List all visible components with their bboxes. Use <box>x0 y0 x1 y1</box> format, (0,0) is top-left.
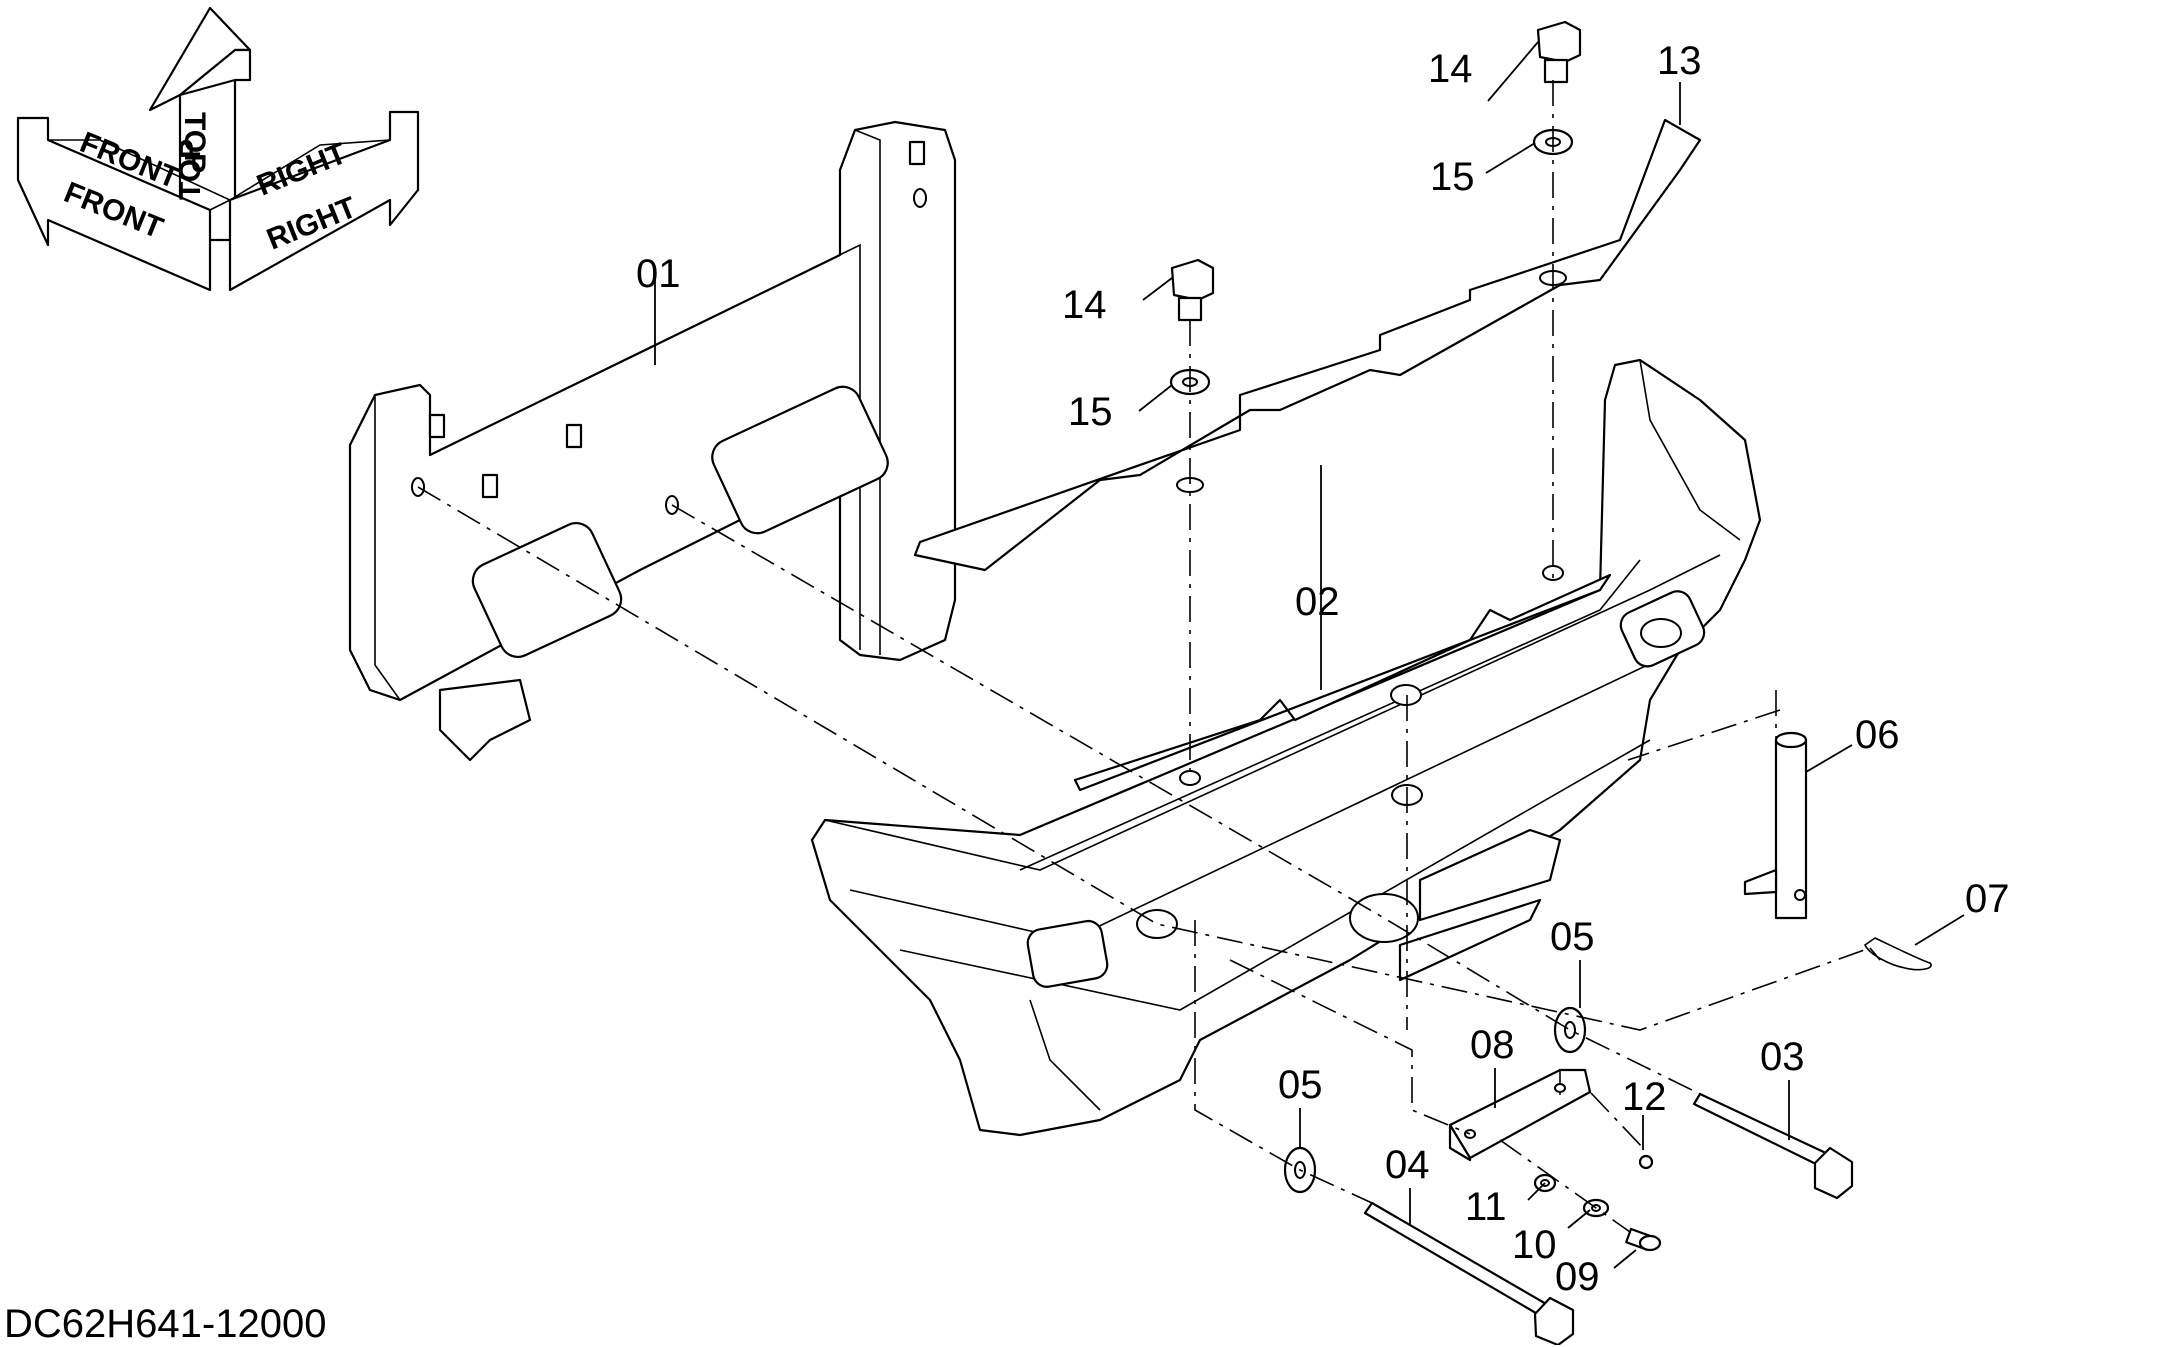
top-arrow-icon <box>148 6 252 242</box>
orientation-indicator: FRONT FRONT TOP TOP RIGHT RIGHT <box>16 6 420 292</box>
callout-06: 06 <box>1855 713 1900 757</box>
callout-14-upper: 14 <box>1428 47 1473 91</box>
part-08-bracket <box>1448 1068 1592 1162</box>
top-label-left: TOP <box>174 139 207 200</box>
part-09-screw <box>1625 1227 1662 1252</box>
drawing-code: DC62H641-12000 <box>4 1302 327 1346</box>
callout-05-lower: 05 <box>1278 1063 1323 1107</box>
part-03-long-bolt <box>1692 1092 1854 1200</box>
callout-15-lower: 15 <box>1068 390 1113 434</box>
part-14-bolt-upper <box>1536 20 1582 84</box>
callout-04: 04 <box>1385 1143 1430 1187</box>
callout-13: 13 <box>1657 39 1702 83</box>
part-12-nut <box>1638 1154 1654 1170</box>
callout-01: 01 <box>636 252 681 296</box>
right-arrow-icon <box>228 110 420 292</box>
callout-11: 11 <box>1465 1185 1507 1229</box>
callouts: 01 02 03 04 05 05 06 07 08 09 10 11 12 1… <box>636 39 2010 1299</box>
callout-09: 09 <box>1555 1255 1600 1299</box>
part-02-counterweight <box>810 358 1762 1137</box>
callout-10: 10 <box>1512 1223 1557 1267</box>
part-01-frame-bracket <box>348 120 957 762</box>
callout-03: 03 <box>1760 1035 1805 1079</box>
part-13-top-plate <box>913 118 1702 572</box>
part-14-bolt-lower <box>1170 258 1215 322</box>
callout-14-lower: 14 <box>1062 283 1107 327</box>
part-04-long-bolt <box>1363 1201 1575 1345</box>
part-07-clip <box>1863 937 1932 971</box>
assembly-center-lines <box>417 80 1871 1233</box>
top-label: TOP <box>178 112 211 173</box>
callout-08: 08 <box>1470 1023 1515 1067</box>
callout-12: 12 <box>1622 1075 1667 1119</box>
part-06-pin <box>1743 731 1808 920</box>
part-05-washer-upper <box>1553 1006 1587 1054</box>
callout-05-upper: 05 <box>1550 915 1595 959</box>
leader-lines <box>654 41 1965 1269</box>
callout-07: 07 <box>1965 877 2010 921</box>
callout-02: 02 <box>1295 580 1340 624</box>
callout-15-upper: 15 <box>1430 155 1475 199</box>
